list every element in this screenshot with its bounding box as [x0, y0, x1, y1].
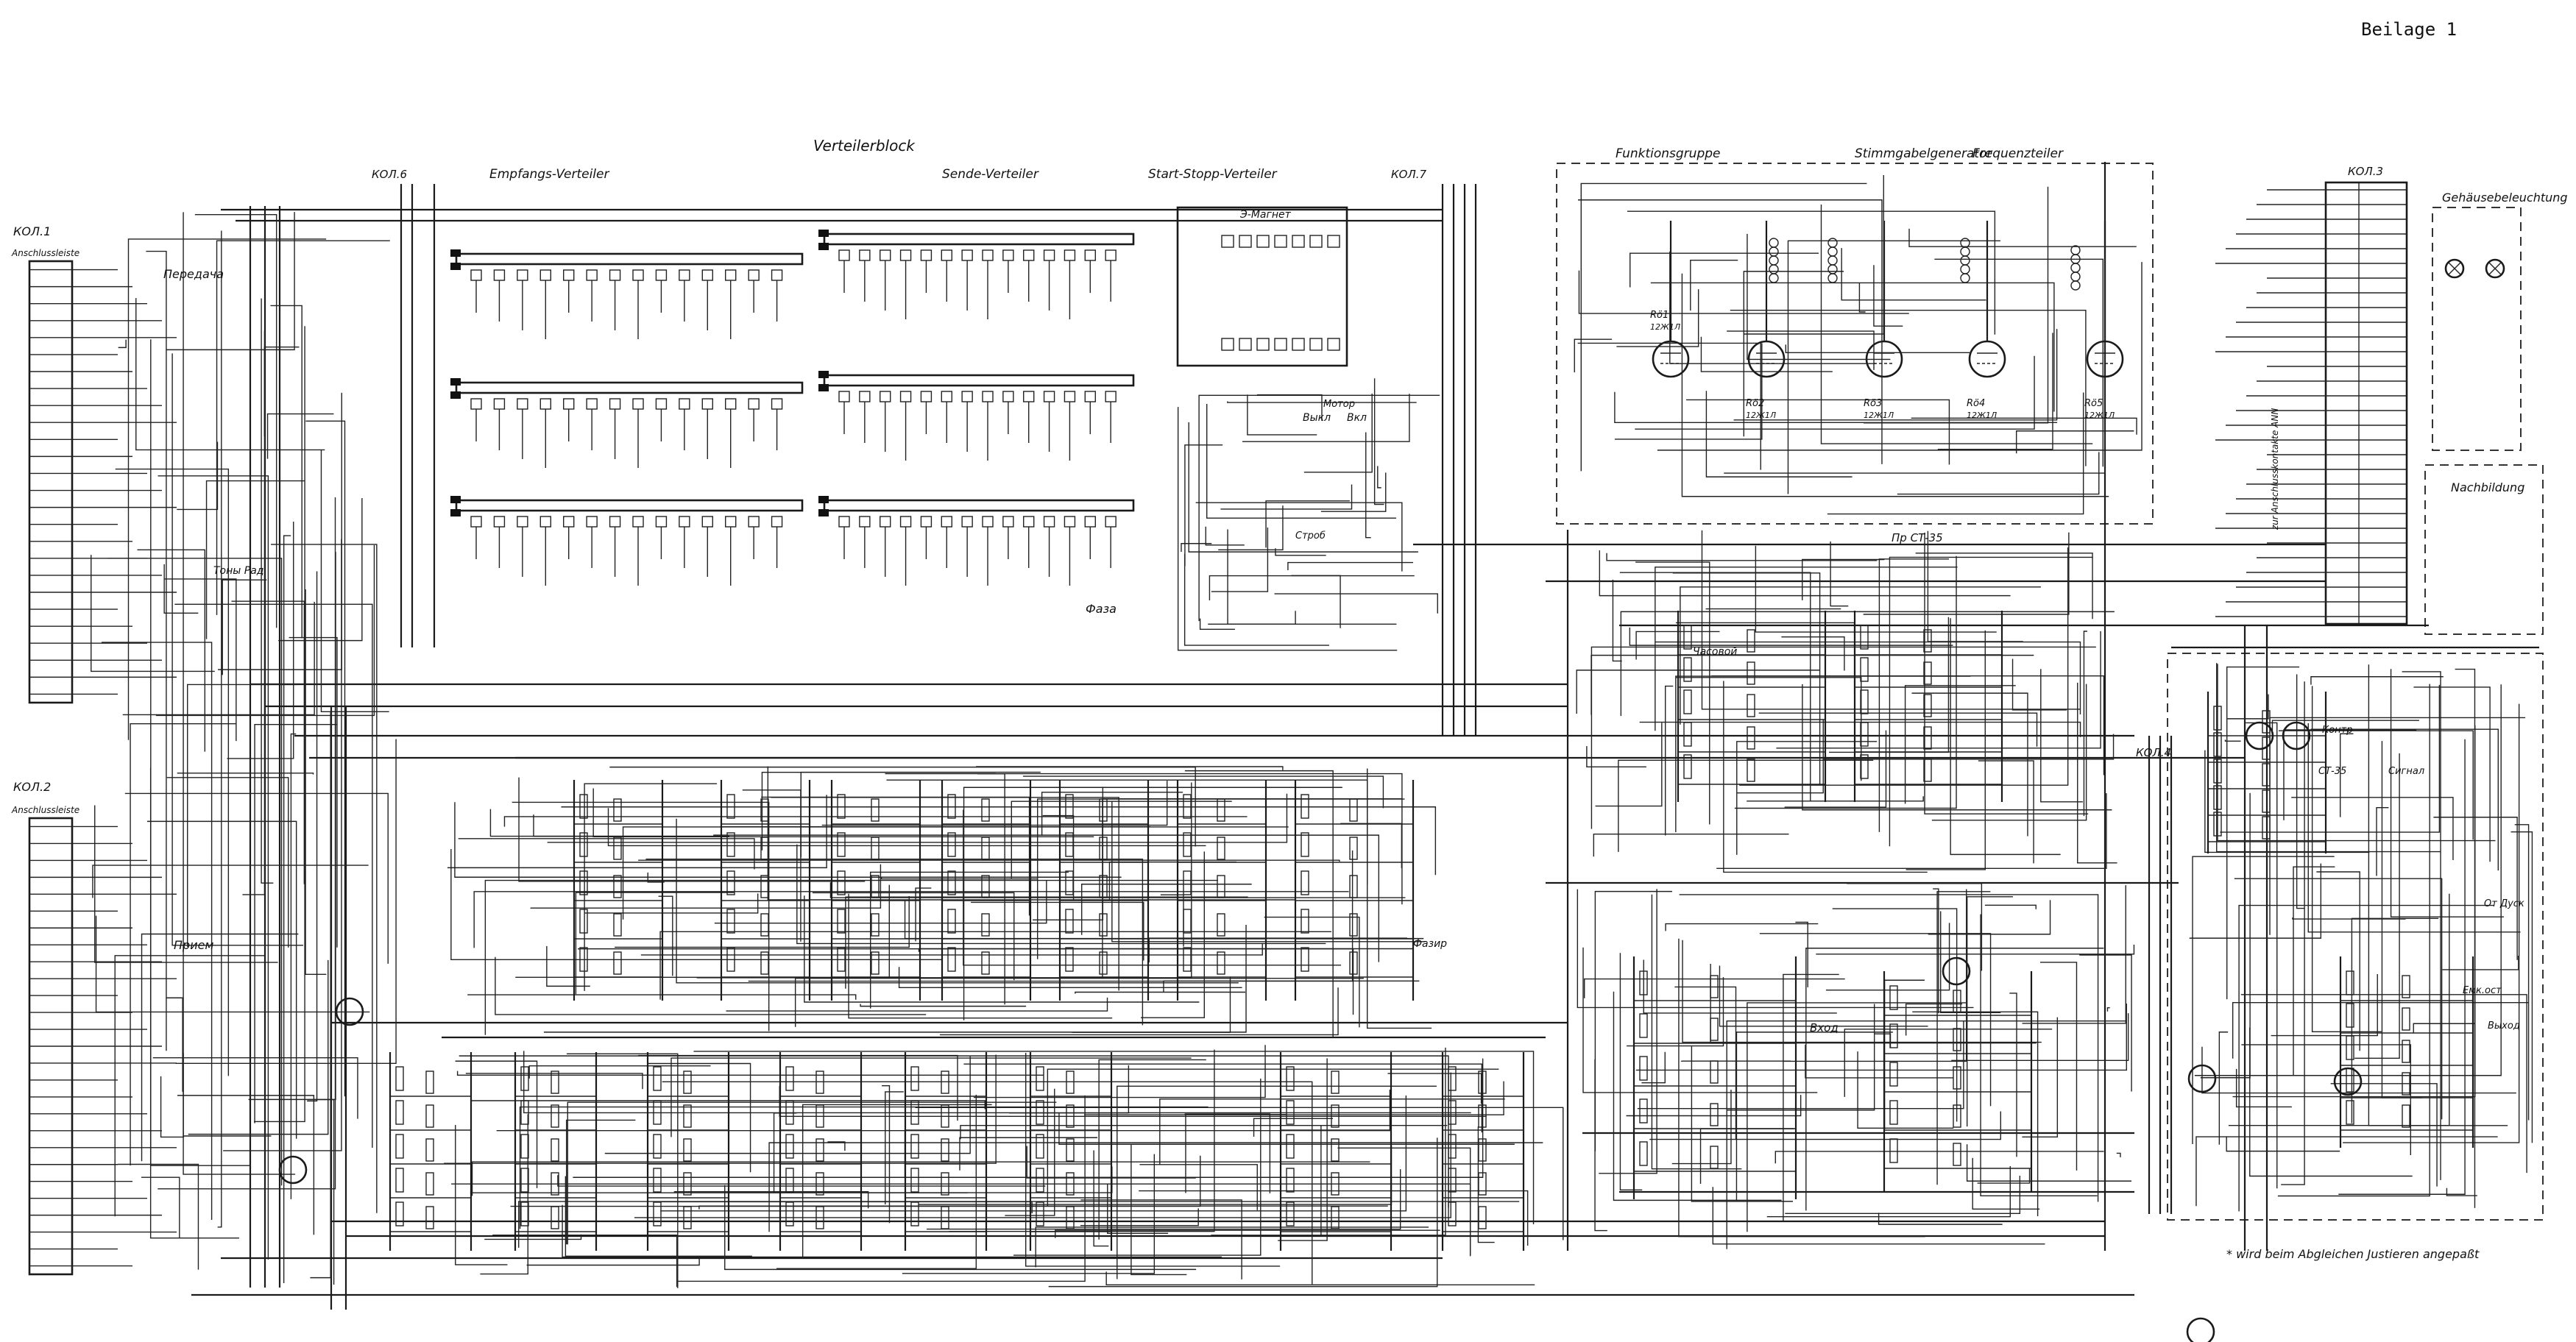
verteilerblock-label: Verteilerblock [813, 137, 916, 155]
strob-label: Строб [1295, 530, 1326, 542]
funktionsgruppe-frame [1556, 163, 2154, 525]
kontr-label: Контр [2322, 725, 2353, 736]
tube-type-label: 12Ж1Л [1864, 411, 1894, 420]
kol1-label: КОЛ.1 [13, 224, 51, 238]
stimmgabelgenerator-label: Stimmgabelgenerator [1855, 146, 1992, 161]
kol4-label: КОЛ.4 [2136, 746, 2171, 759]
tube-ref-label: Rö1 [1650, 310, 1669, 321]
gehaeusebeleuchtung-label: Gehäusebeleuchtung [2442, 191, 2568, 205]
peredacha-label: Передача [163, 267, 224, 281]
kol2-label: КОЛ.2 [13, 780, 51, 794]
connector-strip-2 [28, 817, 177, 1276]
kol7-label: КОЛ.7 [1391, 168, 1427, 181]
chasovoi-label: Часовой [1693, 646, 1737, 658]
anschluss-netz-label: zur Anschlusskontakte ANN [2270, 408, 2280, 530]
tube-ref-label: Rö3 [1864, 398, 1882, 409]
connector-strip-1 [28, 260, 177, 704]
vhod-label: Вход [1810, 1021, 1839, 1034]
gehaeusebeleuchtung-frame [2432, 207, 2522, 451]
frequenzteiler-label: Frequenzteiler [1972, 146, 2064, 161]
sende-verteiler-label: Sende-Verteiler [942, 167, 1039, 182]
empfangs-verteiler-label: Empfangs-Verteiler [489, 167, 609, 182]
emk-ost-label: Емк.ост [2463, 985, 2502, 996]
funktionsgruppe-label: Funktionsgruppe [1616, 146, 1721, 161]
tube-ref-label: Rö4 [1967, 398, 1985, 409]
tube-ref-label: Rö2 [1746, 398, 1764, 409]
vkl-label: Вкл [1347, 412, 1367, 424]
pr-st35-label: Пр СТ-35 [1892, 531, 1943, 544]
nachbildung-label: Nachbildung [2451, 480, 2524, 494]
signal-label: Сигнал [2388, 766, 2424, 777]
footnote: * wird beim Abgleichen Justieren angepaß… [2226, 1247, 2480, 1261]
nachbildung-frame [2424, 464, 2544, 635]
motor-label: Мотор [1323, 399, 1355, 410]
anschlussleiste-1-label: Anschlussleiste [11, 248, 79, 258]
vykl-label: Выкл [1303, 412, 1331, 424]
tube-ref-label: Rö5 [2084, 398, 2103, 409]
tonu-pad-label: Тоны Рад [213, 565, 263, 577]
tube-type-label: 12Ж1Л [1746, 411, 1776, 420]
faza-label: Фаза [1086, 602, 1117, 616]
st35-label: СТ-35 [2318, 766, 2346, 777]
anschlussleiste-2-label: Anschlussleiste [11, 805, 79, 815]
start-stopp-verteiler-label: Start-Stopp-Verteiler [1148, 167, 1278, 182]
fazir-label: Фазир [1413, 938, 1447, 950]
right-module-frame [2167, 653, 2544, 1221]
tube-type-label: 12Ж1Л [1650, 322, 1680, 332]
priem-label: Прием [174, 938, 214, 952]
corner-label: Beilage 1 [2361, 19, 2457, 40]
vykhod-label: Выход [2488, 1020, 2520, 1032]
kol3-label: КОЛ.3 [2348, 165, 2383, 178]
connector-strip-3 [2215, 181, 2408, 625]
tube-type-label: 12Ж1Л [2084, 411, 2115, 420]
magnet-label: Э-Магнет [1239, 209, 1292, 221]
tube-type-label: 12Ж1Л [1967, 411, 1997, 420]
verteiler-combs [450, 206, 1348, 586]
kol6-label: КОЛ.6 [372, 168, 407, 181]
ot-dusk-label: От Дуск [2484, 898, 2524, 909]
